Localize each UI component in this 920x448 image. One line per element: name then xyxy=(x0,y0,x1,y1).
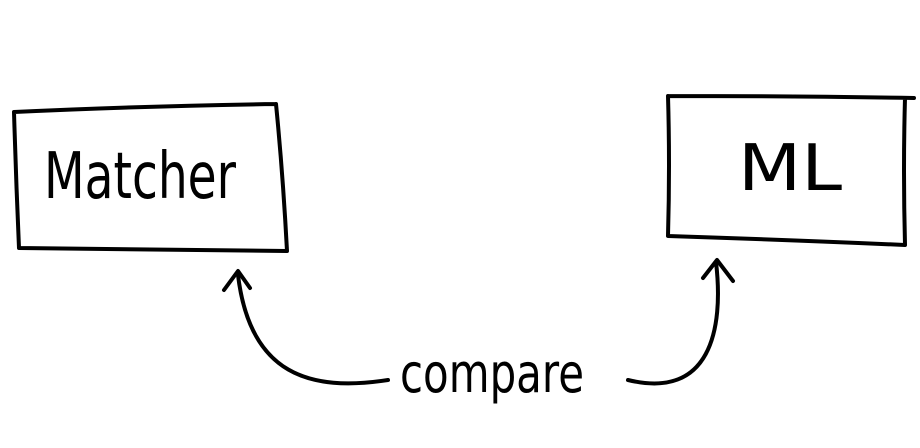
matcher-box xyxy=(12,102,289,253)
compare-arrow-right xyxy=(626,260,720,386)
compare-edge: compare xyxy=(222,258,735,405)
ml-label: ML xyxy=(738,132,842,206)
arrowhead-left xyxy=(222,269,252,292)
compare-label: compare xyxy=(400,342,584,405)
matcher-label: Matcher xyxy=(44,140,237,214)
ml-node: ML xyxy=(666,94,916,247)
ml-box xyxy=(666,94,916,247)
matcher-node: Matcher xyxy=(12,102,289,253)
compare-arrow-left xyxy=(236,273,390,386)
arrowhead-right xyxy=(701,258,735,283)
